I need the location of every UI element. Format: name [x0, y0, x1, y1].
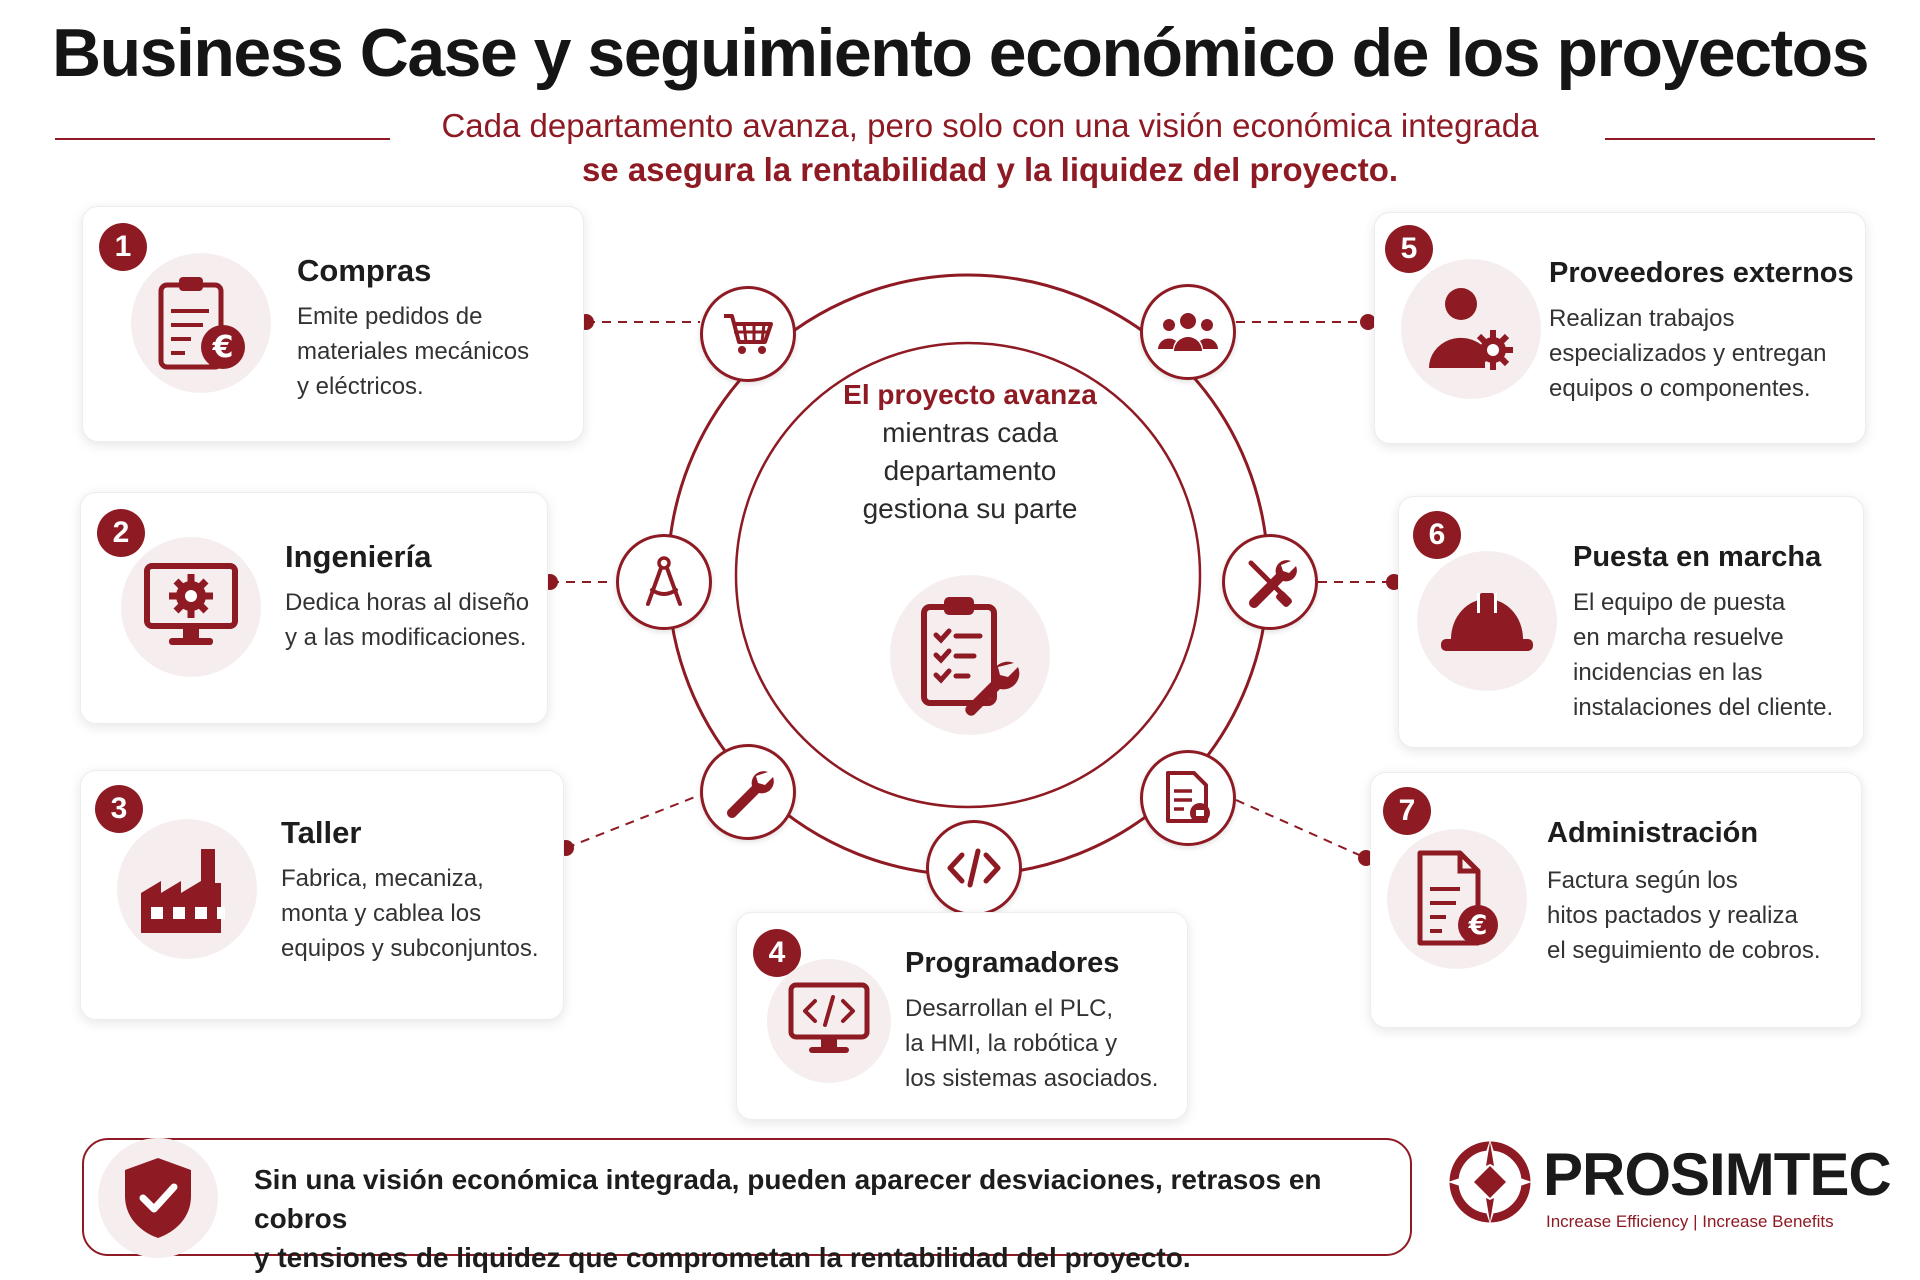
department-icon-circle [1417, 551, 1557, 691]
step-badge: 5 [1385, 225, 1433, 273]
department-title: Compras [297, 253, 432, 288]
svg-text:€: € [1468, 910, 1488, 941]
card-proveedores: 5 Proveedores externos Realizan trabajos… [1374, 212, 1866, 444]
step-badge: 6 [1413, 511, 1461, 559]
bottom-message: Sin una visión económica integrada, pued… [254, 1164, 1322, 1273]
prosimtec-logo-mark [1448, 1140, 1532, 1224]
code-icon [947, 848, 1001, 888]
compass-icon [646, 556, 682, 606]
connector-administracion [1235, 799, 1367, 859]
department-icon-circle [767, 959, 891, 1083]
monitor-code-icon [788, 982, 870, 1053]
ring-node-proveedores [1140, 284, 1236, 380]
ring-node-ingenieria [616, 534, 712, 630]
tools-icon [1248, 560, 1297, 608]
person-gear-icon [1428, 288, 1513, 370]
cart-icon [724, 314, 773, 354]
connector-taller [565, 794, 701, 849]
ring-node-puesta [1222, 534, 1318, 630]
department-title: Administración [1547, 817, 1759, 849]
department-description: Desarrollan el PLC,la HMI, la robótica y… [905, 995, 1159, 1092]
step-badge: 1 [99, 223, 147, 271]
department-title: Proveedores externos [1549, 257, 1854, 289]
subtitle-rule-left [55, 138, 390, 140]
invoice-euro-icon: € [1417, 850, 1498, 946]
ring-node-taller [700, 744, 796, 840]
page-title: Business Case y seguimiento económico de… [51, 15, 1870, 91]
center-icon-circle [890, 575, 1050, 735]
department-icon-circle: € [1387, 829, 1527, 969]
subtitle-rule-right [1605, 138, 1875, 140]
center-message: El proyecto avanza mientras cada departa… [790, 376, 1150, 528]
svg-text:€: € [212, 330, 234, 365]
group-icon [1158, 313, 1218, 351]
department-icon-circle: € [131, 253, 271, 393]
clipboard-checklist-wrench-icon [921, 597, 1020, 716]
shield-check-icon [125, 1158, 191, 1238]
document-coin-icon [1166, 771, 1210, 823]
shield-icon-circle [98, 1138, 218, 1258]
clipboard-euro-icon: € [158, 277, 245, 370]
bottom-warning: Sin una visión económica integrada, pued… [82, 1138, 1412, 1273]
hard-hat-icon [1441, 593, 1533, 651]
ring-node-programadores [926, 820, 1022, 916]
logo-tagline: Increase Efficiency | Increase Benefits [1546, 1212, 1834, 1231]
ring-node-administracion [1140, 750, 1236, 846]
factory-icon [141, 849, 225, 933]
subtitle-line-1: Cada departamento avanza, pero solo con … [441, 107, 1539, 144]
department-icon-circle [1401, 259, 1541, 399]
department-icon-circle [121, 537, 261, 677]
department-title: Ingeniería [285, 539, 432, 574]
department-title: Programadores [905, 947, 1120, 979]
center-line-3: gestiona su parte [862, 493, 1078, 524]
center-lead: El proyecto avanza [843, 379, 1097, 410]
center-line-2: departamento [883, 455, 1057, 486]
center-line-1: mientras cada [882, 417, 1058, 448]
department-title: Puesta en marcha [1573, 541, 1822, 573]
step-badge: 3 [95, 785, 143, 833]
logo-name: PROSIMTEC [1543, 1141, 1892, 1208]
subtitle-line-2: se asegura la rentabilidad y la liquidez… [581, 151, 1399, 188]
step-badge: 2 [97, 509, 145, 557]
department-title: Taller [281, 815, 362, 850]
step-badge: 7 [1383, 787, 1431, 835]
ring-node-compras [700, 286, 796, 382]
department-icon-circle [117, 819, 257, 959]
connector-dot-proveedores [1360, 314, 1376, 330]
subtitle: Cada departamento avanza, pero solo con … [390, 104, 1590, 192]
monitor-gear-icon [144, 563, 238, 645]
wrench-icon [727, 771, 774, 818]
card-programadores: 4 Programadores Desarrollan el PLC,la HM… [736, 912, 1188, 1120]
card-taller: 3 Taller Fabrica, mecaniza,monta y cable… [80, 770, 564, 1020]
